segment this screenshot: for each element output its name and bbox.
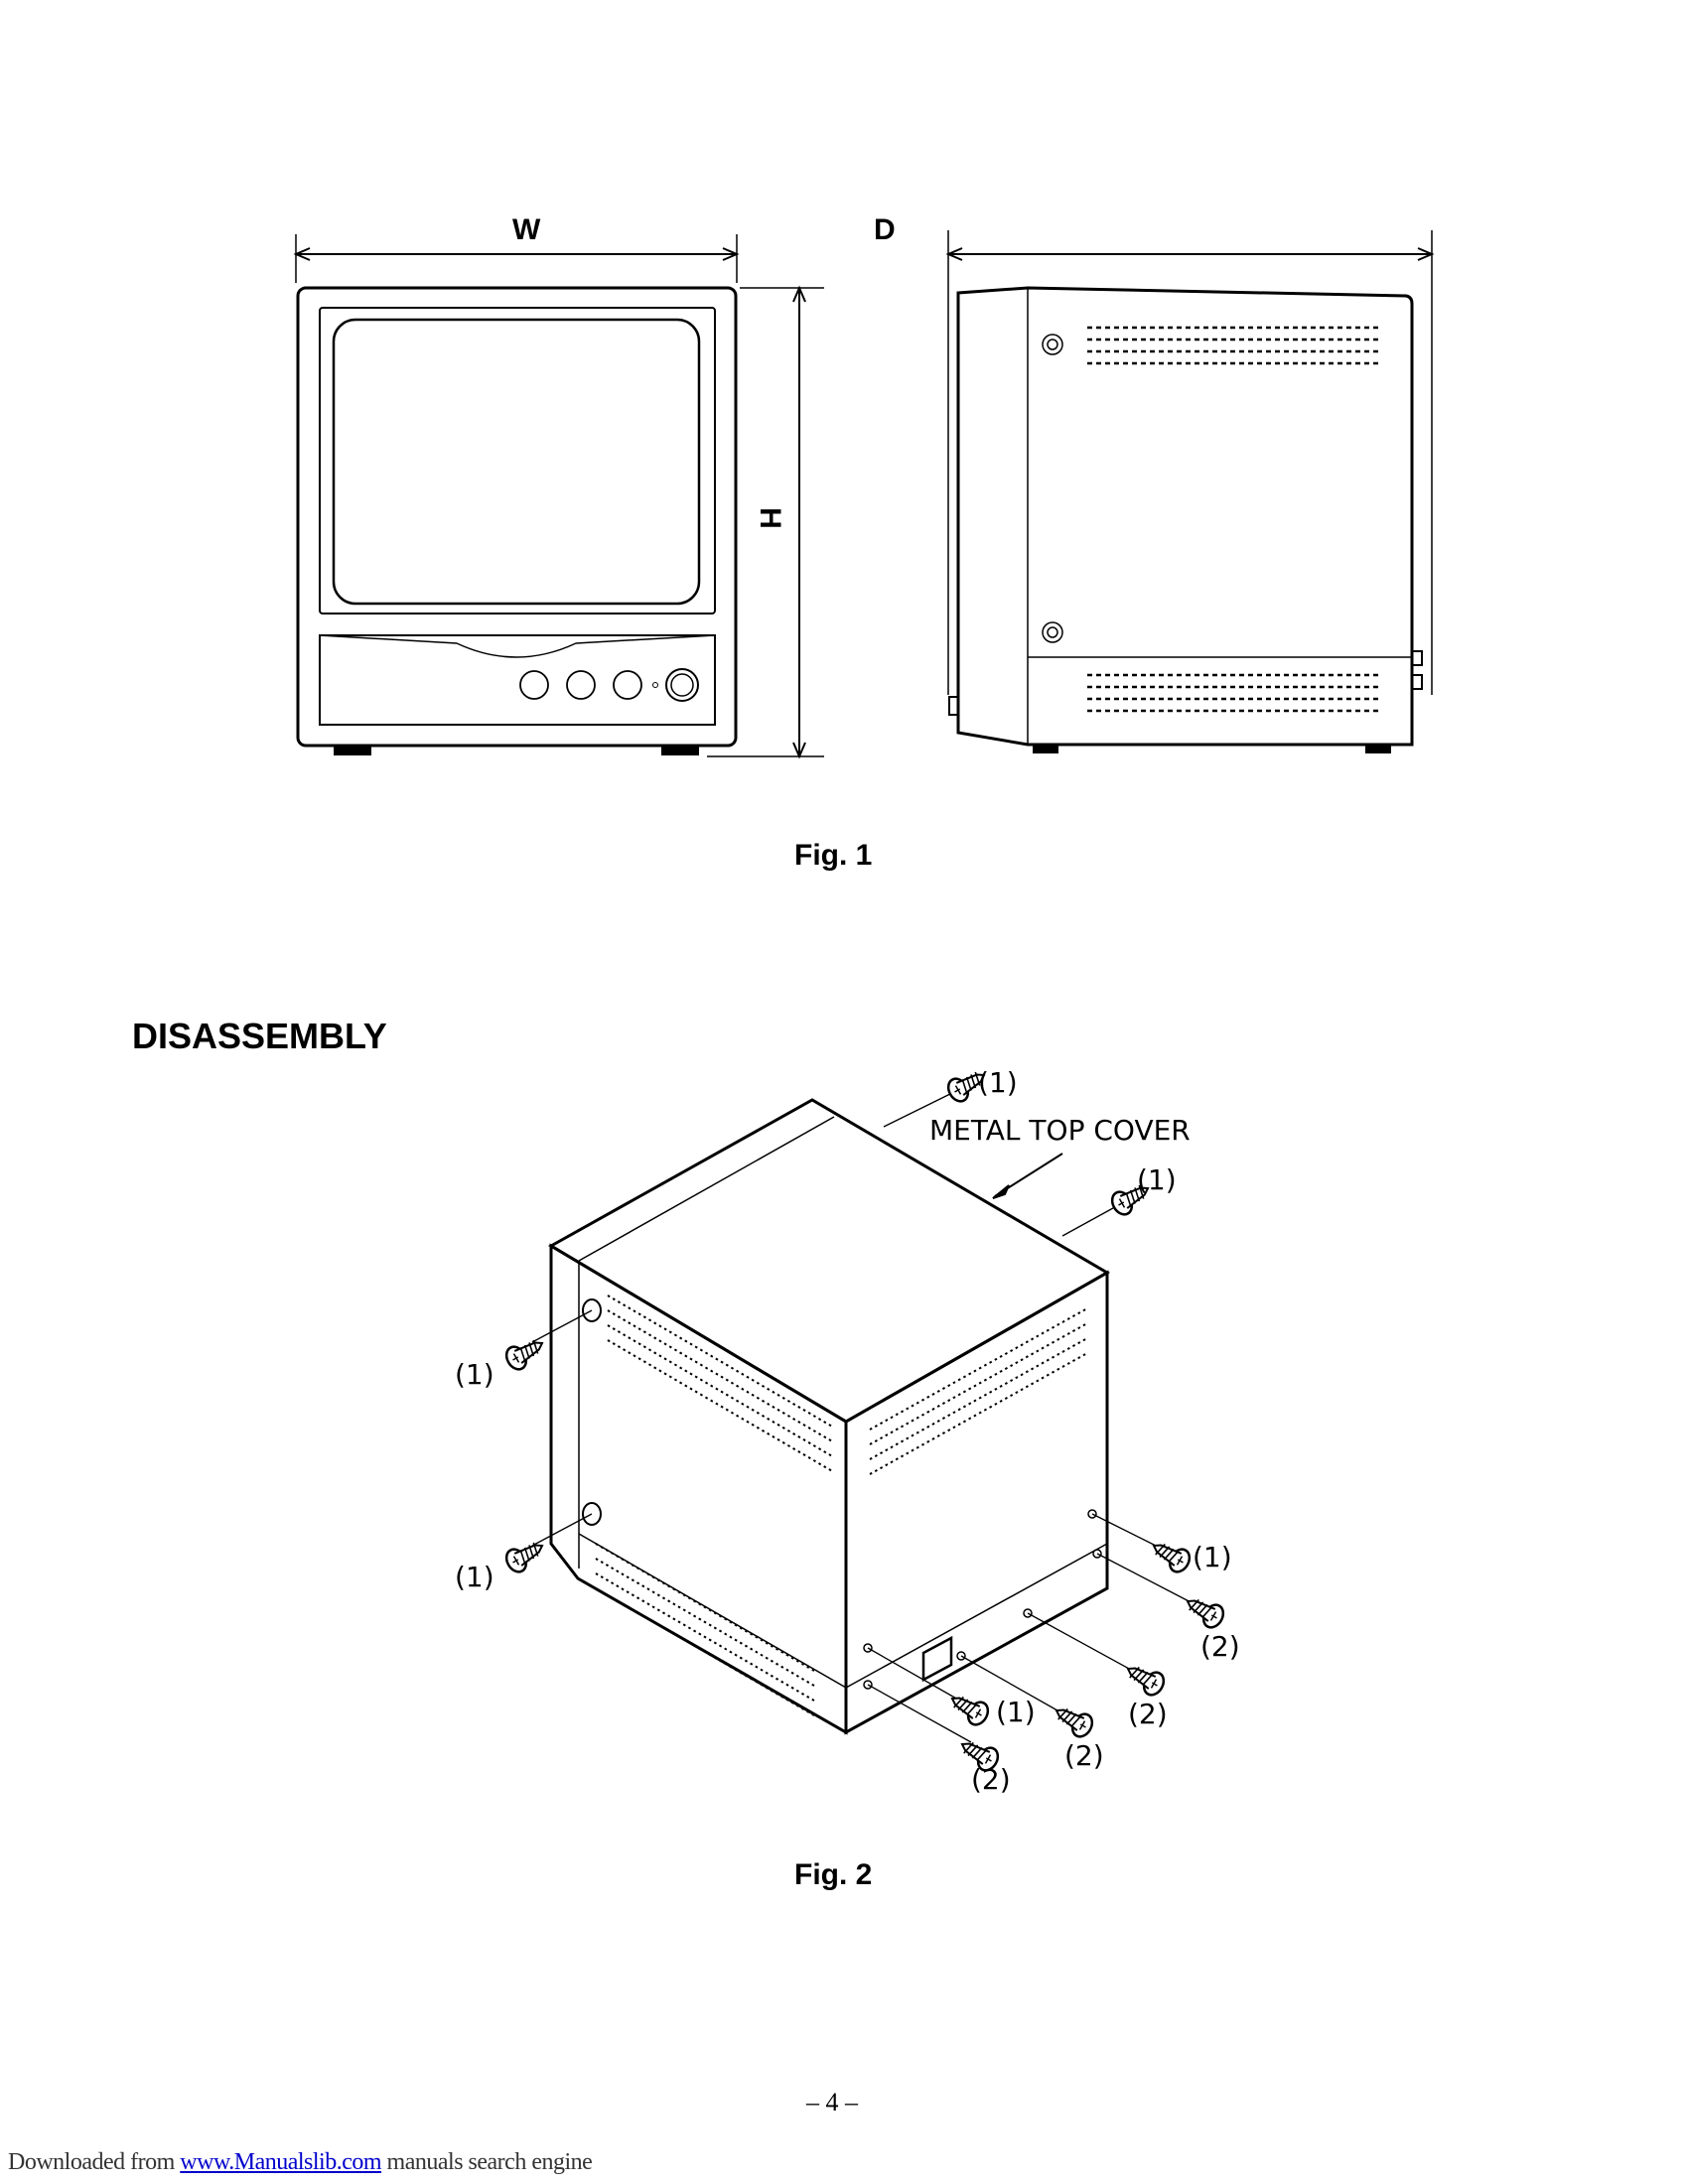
control-knob bbox=[519, 670, 549, 700]
screw-icon bbox=[946, 1071, 986, 1103]
depth-dimension-line bbox=[945, 230, 1435, 695]
fig1-caption: Fig. 1 bbox=[794, 839, 873, 872]
side-screw bbox=[1042, 621, 1063, 643]
side-vent-top bbox=[1087, 326, 1380, 365]
screw-label: (1) bbox=[978, 1066, 1018, 1099]
control-knob bbox=[613, 670, 642, 700]
screw-icon bbox=[950, 1696, 990, 1726]
section-heading: DISASSEMBLY bbox=[132, 1016, 387, 1056]
download-footer: Downloaded from www.Manualslib.com manua… bbox=[8, 2149, 593, 2176]
cabinet-left-face bbox=[549, 1243, 848, 1735]
crt-screen bbox=[332, 318, 701, 606]
screw-icon bbox=[1186, 1598, 1225, 1629]
screw-label: (1) bbox=[1193, 1541, 1232, 1573]
footer-prefix: Downloaded from bbox=[8, 2149, 181, 2175]
screw-icon bbox=[1055, 1707, 1094, 1738]
screen-bezel bbox=[319, 307, 716, 614]
screw-label: (2) bbox=[1064, 1739, 1104, 1772]
power-button bbox=[665, 668, 699, 702]
left-face-vents bbox=[595, 1295, 835, 1716]
footer-suffix: manuals search engine bbox=[381, 2149, 593, 2175]
screw-icon bbox=[1110, 1184, 1150, 1216]
side-foot bbox=[1033, 745, 1058, 753]
fig2-caption: Fig. 2 bbox=[794, 1858, 873, 1891]
width-dimension-line bbox=[293, 234, 740, 283]
depth-label: D bbox=[874, 213, 896, 246]
screw-icon bbox=[1126, 1666, 1166, 1697]
height-label: H bbox=[753, 507, 786, 529]
screw-label: (1) bbox=[1137, 1163, 1177, 1196]
side-vent-bottom bbox=[1087, 673, 1380, 713]
screw-label: (2) bbox=[1200, 1630, 1240, 1663]
screw-icon bbox=[1152, 1543, 1192, 1573]
screw-label: (1) bbox=[455, 1561, 494, 1593]
screw-label: (1) bbox=[996, 1696, 1036, 1728]
front-foot bbox=[661, 746, 699, 755]
screw-label: (2) bbox=[971, 1763, 1011, 1796]
screw-icon bbox=[960, 1741, 1000, 1772]
manualslib-link[interactable]: www.Manualslib.com bbox=[180, 2149, 382, 2175]
screw-icon bbox=[504, 1542, 544, 1573]
power-led bbox=[652, 682, 658, 688]
control-panel bbox=[319, 634, 716, 726]
rear-connector bbox=[1411, 674, 1423, 690]
metal-top-cover-label: METAL TOP COVER bbox=[929, 1114, 1191, 1147]
side-screw bbox=[1042, 334, 1063, 355]
control-knob bbox=[566, 670, 596, 700]
rear-connector bbox=[1411, 650, 1423, 666]
rear-terminal bbox=[921, 1635, 953, 1683]
side-foot bbox=[1365, 745, 1391, 753]
page-number: – 4 – bbox=[806, 2088, 858, 2116]
front-foot bbox=[334, 746, 371, 755]
monitor-side-cabinet bbox=[956, 286, 1414, 747]
screw-hole bbox=[582, 1298, 602, 1322]
screw-icon bbox=[504, 1339, 544, 1371]
screw-label: (2) bbox=[1128, 1698, 1168, 1730]
screw-label: (1) bbox=[455, 1358, 494, 1391]
monitor-front-cabinet bbox=[296, 286, 738, 748]
width-label: W bbox=[512, 213, 541, 246]
front-knob-side bbox=[948, 696, 959, 716]
metal-top-cover bbox=[548, 1098, 1110, 1424]
right-face-vents bbox=[869, 1307, 1088, 1475]
height-dimension-line bbox=[707, 285, 824, 759]
cabinet-right-face bbox=[844, 1270, 1109, 1735]
screw-hole bbox=[582, 1502, 602, 1526]
